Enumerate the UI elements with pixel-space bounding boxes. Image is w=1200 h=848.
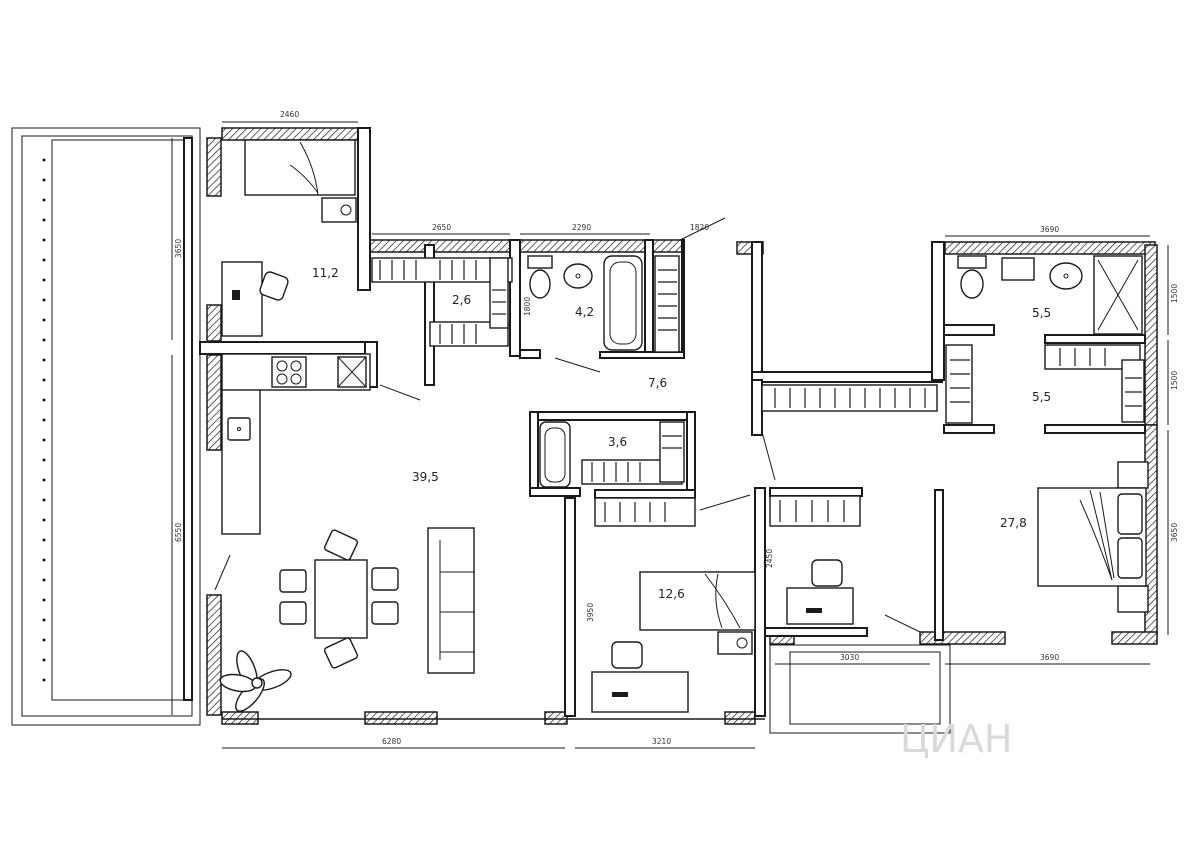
dim-bedroom-height: 3650 [174, 239, 183, 258]
bedroom-small-furniture [221, 139, 357, 337]
dim-child-height: 3950 [586, 603, 595, 622]
bedroom-child-furniture [591, 497, 756, 713]
area-hall: 7,6 [648, 376, 667, 390]
dim-bath-width: 2290 [572, 223, 591, 232]
study-furniture [769, 495, 861, 625]
area-dressing-room: 5,5 [1032, 390, 1051, 404]
area-living-kitchen: 39,5 [412, 470, 439, 484]
dressing-room [945, 344, 1145, 424]
dining-set [279, 529, 399, 669]
fridge-icon [337, 356, 367, 388]
bathroom-master-fixtures [957, 255, 1143, 335]
area-bedroom-child: 12,6 [658, 587, 685, 601]
dim-living-height: 6550 [174, 523, 183, 542]
dim-bedroom-width: 2460 [280, 110, 299, 119]
bedroom-master-furniture [1037, 461, 1149, 613]
area-wardrobe-top: 2,6 [452, 293, 471, 307]
dimension-lines [171, 121, 1169, 749]
sink-icon [227, 417, 251, 441]
exterior-walls [206, 127, 1158, 725]
bathroom-small-fixtures [539, 421, 685, 488]
dim-master-bed-height: 3650 [1170, 523, 1179, 542]
watermark-logo: ЦИАН [900, 717, 1013, 761]
dim-master-bath-width: 3690 [1040, 225, 1059, 234]
wardrobe-top [371, 257, 513, 347]
door-swings [214, 217, 921, 633]
dim-child-width: 3210 [652, 737, 671, 746]
area-bedroom-small: 11,2 [312, 266, 339, 280]
dim-wardrobe-width: 2650 [432, 223, 451, 232]
dim-master-bath-height: 1500 [1170, 284, 1179, 303]
bathroom-main-fixtures [527, 255, 680, 353]
stove-icon [271, 356, 307, 388]
dim-dressing-height: 1500 [1170, 371, 1179, 390]
dim-master-width: 3690 [1040, 653, 1059, 662]
dim-balcony-width: 3030 [840, 653, 859, 662]
interior-walls [183, 127, 1146, 734]
dim-wardrobe-height: 1800 [523, 297, 532, 316]
dim-living-width: 6280 [382, 737, 401, 746]
corridor-wardrobe [761, 384, 938, 412]
sofa [427, 527, 475, 674]
terrace-railing [42, 158, 46, 682]
dim-hall-width: 1820 [690, 223, 709, 232]
kitchen [221, 353, 371, 535]
area-bedroom-master: 27,8 [1000, 516, 1027, 530]
area-bathroom-small: 3,6 [608, 435, 627, 449]
plant-icon [219, 650, 292, 712]
dim-study-height: 2450 [765, 549, 774, 568]
area-bathroom-main: 4,2 [575, 305, 594, 319]
area-bathroom-master: 5,5 [1032, 306, 1051, 320]
